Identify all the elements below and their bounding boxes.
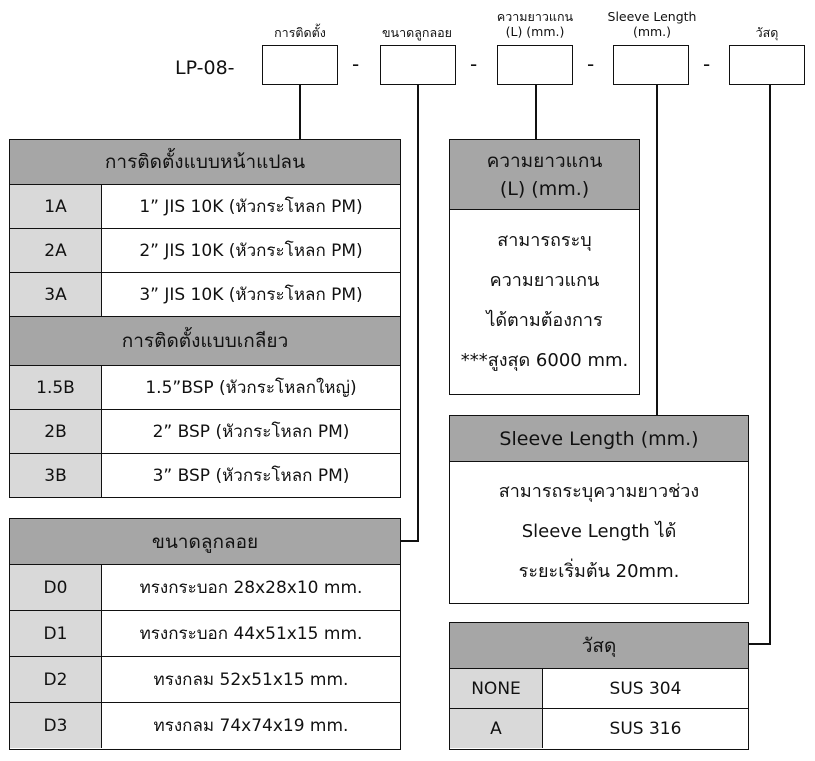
slot-label-install: การติดตั้ง — [274, 25, 326, 40]
sleeve-length-box: Sleeve Length (mm.) สามารถระบุความยาวช่ว… — [449, 415, 749, 604]
row-code: NONE — [450, 669, 543, 708]
row-desc: 3” JIS 10K (หัวกระโหลก PM) — [139, 285, 363, 305]
table-row[interactable]: 3A 3” JIS 10K (หัวกระโหลก PM) — [10, 273, 400, 317]
rod-length-box: ความยาวแกน(L) (mm.) สามารถระบุ ความยาวแก… — [449, 139, 640, 395]
row-code: 2A — [10, 229, 102, 272]
row-desc: 3” BSP (หัวกระโหลก PM) — [152, 466, 350, 486]
table-row[interactable]: 3B 3” BSP (หัวกระโหลก PM) — [10, 454, 400, 497]
dash-separator: - — [470, 52, 478, 76]
connector-install — [299, 85, 301, 139]
row-desc: ทรงกระบอก 28x28x10 mm. — [139, 578, 363, 598]
table-row[interactable]: D1 ทรงกระบอก 44x51x15 mm. — [10, 611, 400, 657]
dash-separator: - — [352, 52, 360, 76]
slot-label-sleeve: Sleeve Length(mm.) — [607, 9, 697, 39]
row-code: D2 — [10, 657, 102, 702]
row-code: D1 — [10, 611, 102, 656]
row-desc: 2” BSP (หัวกระโหลก PM) — [152, 422, 350, 442]
row-code: D0 — [10, 565, 102, 610]
row-code: 2B — [10, 410, 102, 453]
row-desc: SUS 316 — [609, 718, 682, 739]
slot-sleeve[interactable] — [613, 45, 689, 85]
connector-material-h — [748, 643, 771, 645]
slot-install[interactable] — [262, 45, 338, 85]
connector-float-h — [400, 540, 419, 542]
slot-label-float: ขนาดลูกลอย — [382, 25, 452, 40]
rod-length-note: สามารถระบุ ความยาวแกน ได้ตามต้องการ ***ส… — [460, 230, 629, 371]
row-desc: 1.5”BSP (หัวกระโหลกใหญ่) — [145, 378, 357, 398]
material-table-title: วัสดุ — [450, 623, 748, 669]
sleeve-length-title: Sleeve Length (mm.) — [450, 416, 748, 462]
dash-separator: - — [703, 52, 711, 76]
table-row[interactable]: NONE SUS 304 — [450, 669, 748, 709]
thread-table-title: การติดตั้งแบบเกลียว — [10, 317, 400, 366]
sleeve-length-note: สามารถระบุความยาวช่วง Sleeve Length ได้ … — [498, 480, 700, 582]
flange-table-title: การติดตั้งแบบหน้าแปลน — [10, 140, 400, 185]
row-code: 1A — [10, 185, 102, 228]
float-size-table: ขนาดลูกลอย D0 ทรงกระบอก 28x28x10 mm. D1 … — [9, 518, 401, 750]
dash-separator: - — [587, 52, 595, 76]
row-desc: 2” JIS 10K (หัวกระโหลก PM) — [139, 241, 363, 261]
row-desc: 1” JIS 10K (หัวกระโหลก PM) — [139, 197, 363, 217]
part-code-prefix: LP-08- — [175, 57, 235, 79]
row-desc: ทรงกลม 74x74x19 mm. — [153, 716, 349, 736]
table-row[interactable]: D0 ทรงกระบอก 28x28x10 mm. — [10, 565, 400, 611]
table-row[interactable]: D2 ทรงกลม 52x51x15 mm. — [10, 657, 400, 703]
connector-length — [535, 85, 537, 139]
table-row[interactable]: D3 ทรงกลม 74x74x19 mm. — [10, 703, 400, 748]
table-row[interactable]: 2A 2” JIS 10K (หัวกระโหลก PM) — [10, 229, 400, 273]
slot-float[interactable] — [380, 45, 456, 85]
row-desc: SUS 304 — [609, 678, 682, 699]
table-row[interactable]: A SUS 316 — [450, 709, 748, 748]
slot-material[interactable] — [729, 45, 805, 85]
row-code: A — [450, 709, 543, 748]
row-code: 1.5B — [10, 366, 102, 409]
slot-length[interactable] — [497, 45, 573, 85]
connector-sleeve — [656, 85, 658, 415]
row-desc: ทรงกลม 52x51x15 mm. — [153, 670, 349, 690]
connector-float-v — [417, 85, 419, 541]
connector-material-v — [769, 85, 771, 644]
row-code: 3A — [10, 273, 102, 316]
table-row[interactable]: 1A 1” JIS 10K (หัวกระโหลก PM) — [10, 185, 400, 229]
table-row[interactable]: 1.5B 1.5”BSP (หัวกระโหลกใหญ่) — [10, 366, 400, 410]
slot-label-length: ความยาวแกน(L) (mm.) — [496, 9, 574, 39]
installation-table: การติดตั้งแบบหน้าแปลน 1A 1” JIS 10K (หัว… — [9, 139, 401, 498]
row-code: 3B — [10, 454, 102, 497]
rod-length-title: ความยาวแกน(L) (mm.) — [450, 140, 639, 210]
material-table: วัสดุ NONE SUS 304 A SUS 316 — [449, 622, 749, 750]
slot-label-material: วัสดุ — [755, 25, 779, 40]
table-row[interactable]: 2B 2” BSP (หัวกระโหลก PM) — [10, 410, 400, 454]
row-desc: ทรงกระบอก 44x51x15 mm. — [139, 624, 363, 644]
row-code: D3 — [10, 703, 102, 748]
float-table-title: ขนาดลูกลอย — [10, 519, 400, 565]
